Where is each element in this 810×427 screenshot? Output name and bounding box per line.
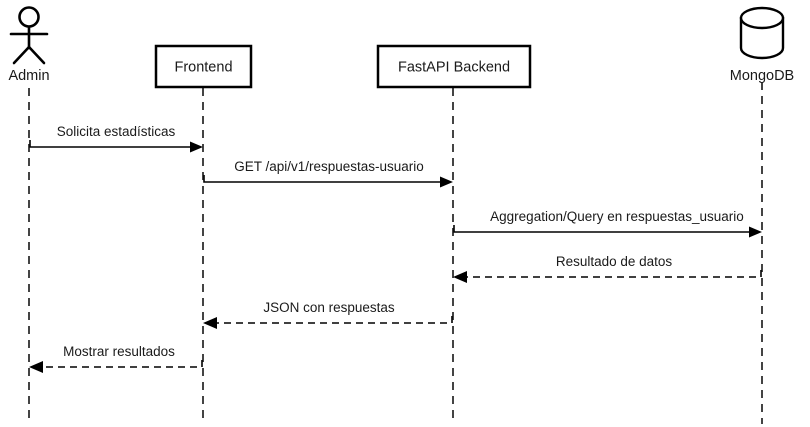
message-line-5 (213, 316, 453, 324)
message-line-2 (203, 175, 445, 183)
participant-label-backend: FastAPI Backend (398, 59, 510, 75)
message-resultado-de-datos[interactable]: Resultado de datos (453, 254, 762, 283)
arrowhead-3-icon (749, 226, 762, 238)
actor-leg-right-icon (27, 45, 46, 65)
message-label-6: Mostrar resultados (63, 344, 175, 359)
message-label-4: Resultado de datos (556, 254, 673, 269)
participant-backend[interactable]: FastAPI Backend (376, 44, 532, 89)
participant-frontend[interactable]: Frontend (154, 44, 253, 89)
message-get-respuestas-usuario[interactable]: GET /api/v1/respuestas-usuario (203, 159, 453, 188)
actor-leg-left-icon (12, 45, 31, 65)
message-aggregation-query[interactable]: Aggregation/Query en respuestas_usuario (453, 209, 762, 238)
message-label-3: Aggregation/Query en respuestas_usuario (490, 209, 744, 224)
lifelines-group (28, 82, 763, 424)
arrowhead-1-icon (190, 141, 203, 153)
participant-mongodb[interactable]: MongoDB (730, 6, 794, 84)
message-mostrar-resultados[interactable]: Mostrar resultados (29, 344, 203, 373)
message-json-con-respuestas[interactable]: JSON con respuestas (203, 300, 453, 329)
message-line-6 (39, 360, 203, 368)
participant-label-mongodb: MongoDB (730, 68, 794, 84)
message-solicita-estadisticas[interactable]: Solicita estadísticas (29, 124, 203, 153)
participant-box-frontend[interactable] (154, 44, 253, 89)
participant-label-frontend: Frontend (174, 59, 232, 75)
message-line-4 (463, 270, 762, 278)
participant-admin[interactable]: Admin (8, 6, 50, 85)
actor-head-icon (18, 6, 40, 28)
arrowhead-5-icon (203, 317, 217, 329)
database-top-icon (739, 6, 785, 30)
participant-box-backend[interactable] (376, 44, 532, 89)
actor-icon (9, 6, 49, 65)
message-label-1: Solicita estadísticas (57, 124, 176, 139)
database-cylinder-icon (739, 6, 785, 60)
message-label-5: JSON con respuestas (263, 300, 395, 315)
message-line-1 (29, 140, 195, 148)
participant-label-admin: Admin (8, 68, 49, 84)
arrowhead-2-icon (440, 176, 453, 188)
message-label-2: GET /api/v1/respuestas-usuario (234, 159, 424, 174)
arrowhead-4-icon (453, 271, 467, 283)
message-line-3 (453, 225, 754, 233)
arrowhead-6-icon (29, 361, 43, 373)
database-body-icon (739, 16, 785, 60)
